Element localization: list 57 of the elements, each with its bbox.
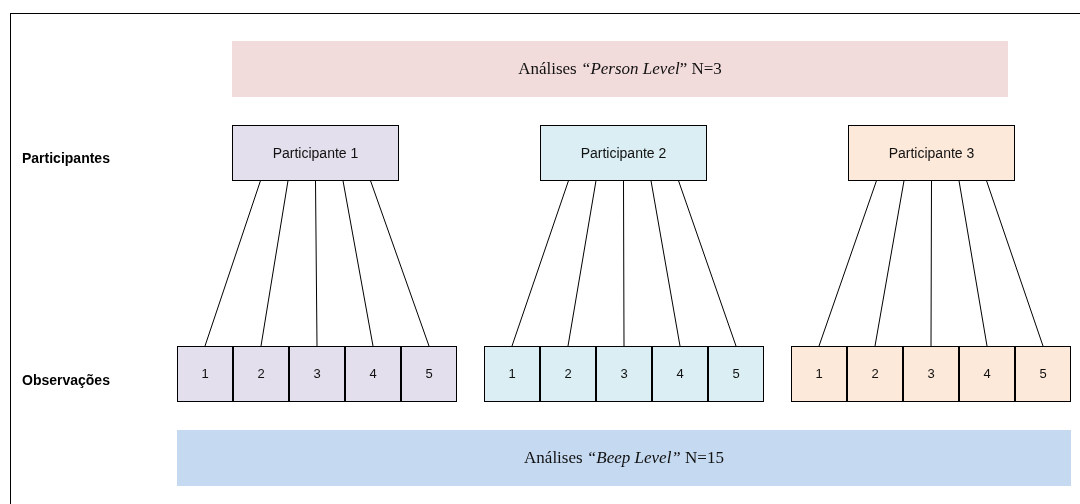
observation-box (959, 346, 1015, 402)
node-text: 4 (369, 365, 377, 384)
node-text: 2 (257, 365, 265, 384)
connector-line (986, 180, 1044, 347)
observation-box (1015, 346, 1071, 402)
row-label: Observações (22, 371, 110, 390)
observation-box (596, 346, 652, 402)
analysis-band (232, 41, 1008, 97)
participant-box (540, 125, 707, 181)
participant-box (232, 125, 399, 181)
connector-line (342, 180, 374, 347)
node-text: 3 (927, 365, 935, 384)
connector-line (260, 180, 289, 347)
node-text: 2 (871, 365, 879, 384)
node-text: 1 (815, 365, 823, 384)
connector-line (511, 180, 569, 347)
node-text: 4 (676, 365, 684, 384)
connector-line (930, 180, 932, 347)
observation-box (903, 346, 959, 402)
observation-box (652, 346, 708, 402)
connector-line (623, 180, 625, 347)
node-text: Participante 3 (888, 143, 975, 163)
participant-box (848, 125, 1015, 181)
observation-box (484, 346, 540, 402)
observation-box (708, 346, 764, 402)
observation-box (847, 346, 903, 402)
node-text: Análises “Person Level” N=3 (518, 58, 722, 81)
node-text: 3 (313, 365, 321, 384)
observation-box (233, 346, 289, 402)
row-label: Participantes (22, 149, 110, 168)
observation-box (401, 346, 457, 402)
connector-line (958, 180, 988, 347)
node-text: 5 (732, 365, 740, 384)
analysis-band (177, 430, 1071, 486)
connector-line (678, 180, 737, 347)
connector-line (650, 180, 681, 347)
connector-line (315, 180, 318, 347)
node-text: 5 (1039, 365, 1047, 384)
node-text: 4 (983, 365, 991, 384)
connector-line (567, 180, 597, 347)
node-text: 2 (564, 365, 572, 384)
connector-line (818, 180, 877, 347)
node-text: Participante 2 (580, 143, 667, 163)
observation-box (345, 346, 401, 402)
observation-box (177, 346, 233, 402)
node-text: 3 (620, 365, 628, 384)
observation-box (289, 346, 345, 402)
node-text: 1 (508, 365, 516, 384)
observation-box (791, 346, 847, 402)
node-text: Participante 1 (272, 143, 359, 163)
connector-line (204, 180, 261, 347)
node-text: 1 (201, 365, 209, 384)
connector-line (874, 180, 905, 347)
node-text: Análises “Beep Level” N=15 (524, 447, 724, 470)
node-text: 5 (425, 365, 433, 384)
connector-line (370, 180, 430, 347)
observation-box (540, 346, 596, 402)
